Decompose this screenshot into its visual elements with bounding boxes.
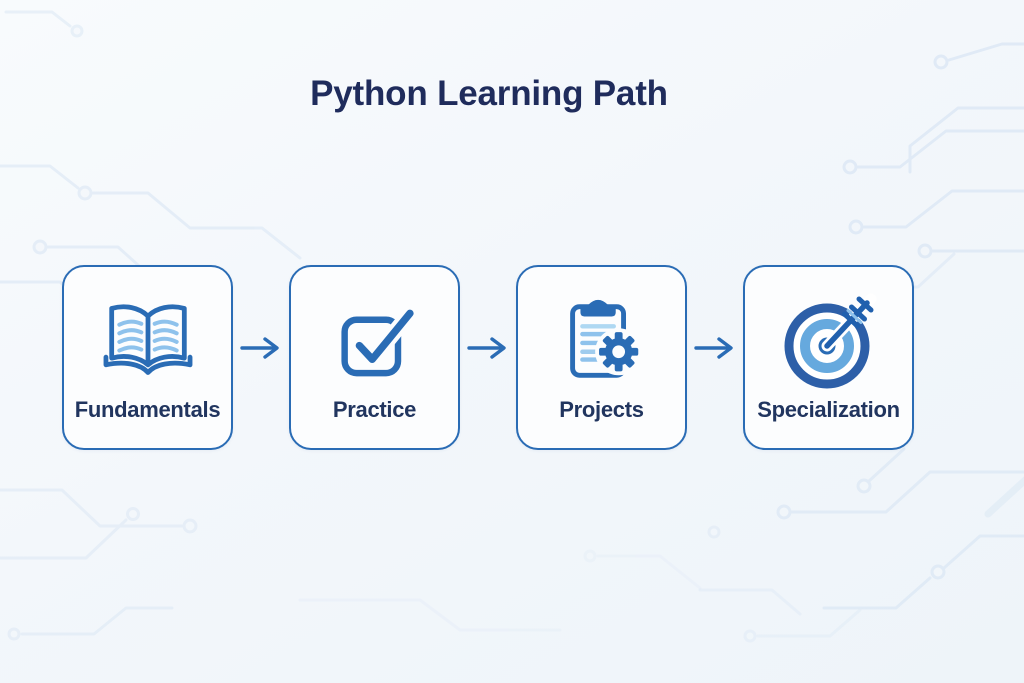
page-title: Python Learning Path: [310, 74, 668, 113]
step-label: Fundamentals: [74, 397, 221, 422]
step-card-projects: Projects: [516, 265, 687, 450]
right-arrow-icon: [233, 335, 289, 361]
step-label: Specialization: [757, 397, 900, 422]
open-book-icon: [100, 287, 196, 393]
right-arrow-icon: [687, 335, 743, 361]
target-arrow-icon: [777, 287, 881, 393]
step-card-specialization: Specialization: [743, 265, 914, 450]
step-label: Practice: [332, 397, 417, 422]
step-card-fundamentals: Fundamentals: [62, 265, 233, 450]
content-area: Python Learning Path: [62, 74, 914, 450]
step-label: Projects: [559, 397, 644, 422]
checkbox-check-icon: [329, 287, 421, 393]
right-arrow-icon: [460, 335, 516, 361]
clipboard-gear-icon: [553, 287, 651, 393]
step-card-practice: Practice: [289, 265, 460, 450]
learning-path-row: Fundamentals: [62, 265, 914, 450]
